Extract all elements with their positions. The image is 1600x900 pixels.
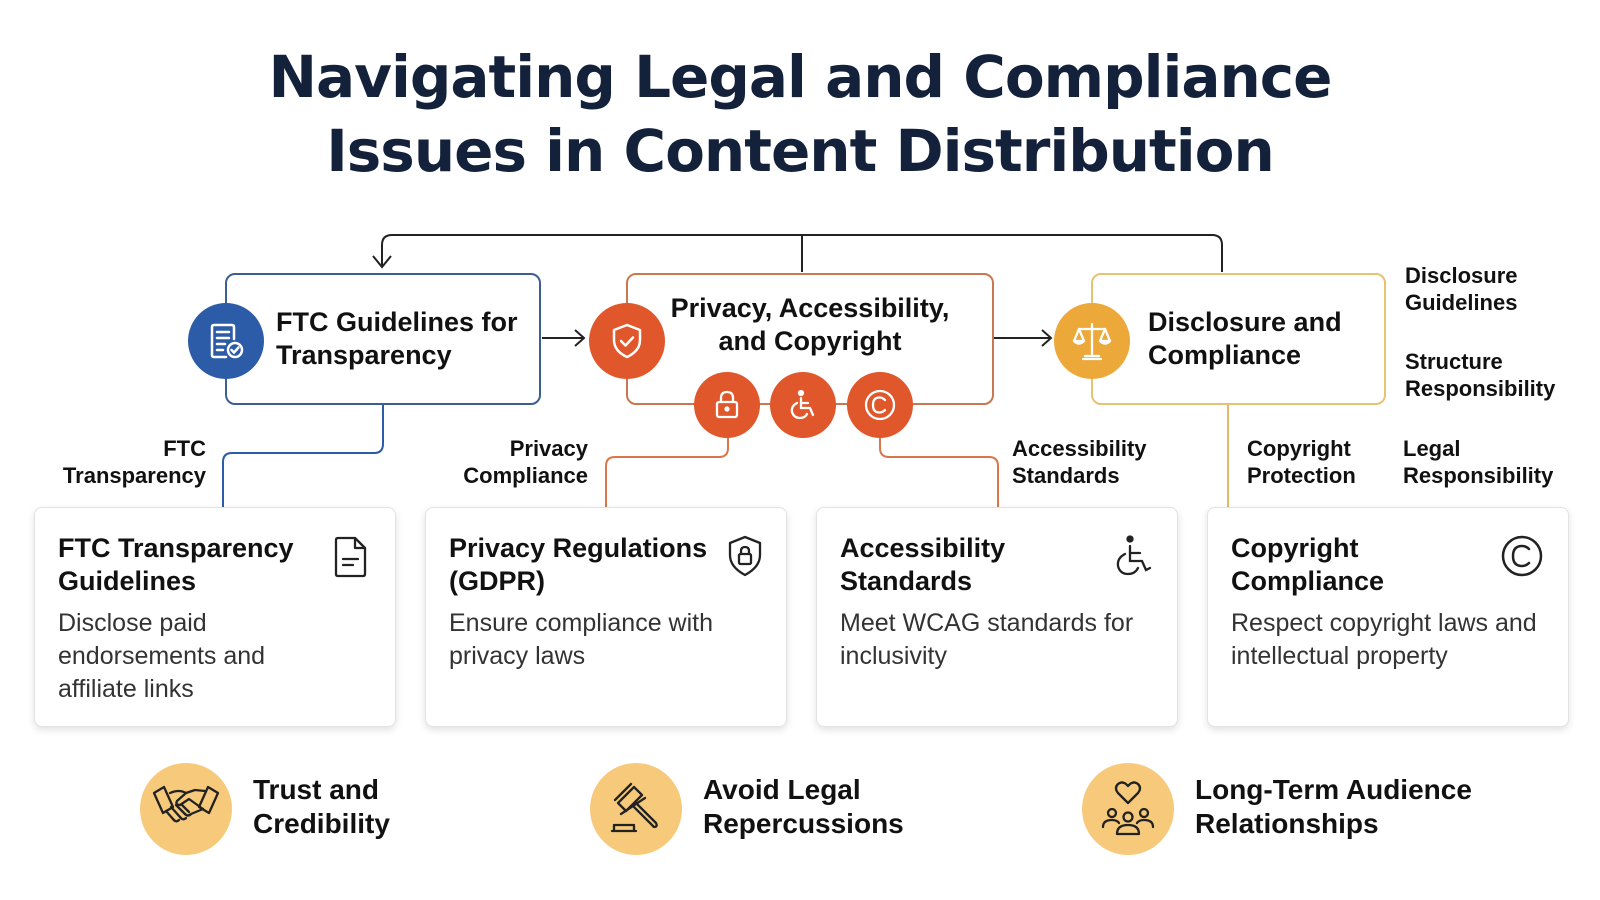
hub-ftc-title-line1: FTC Guidelines for: [276, 307, 518, 337]
benefit-icon-circle: [1082, 763, 1174, 855]
hub-disclosure-title: Disclosure and Compliance: [1148, 306, 1342, 372]
title-line-2: Issues in Content Distribution: [326, 117, 1275, 185]
privacy-connector-line: [605, 438, 729, 507]
connector-label-1-line1: FTC: [163, 436, 206, 461]
hub-privacy-title-line2: and Copyright: [718, 326, 902, 356]
card-description: Ensure compliance with privacy laws: [449, 609, 714, 670]
sub-icon-copyright-circle: [847, 372, 913, 438]
wheelchair-icon: [790, 389, 815, 420]
connector-label-privacy-compliance: Privacy Compliance: [430, 435, 588, 489]
accessibility-connector-line: [879, 438, 999, 507]
card-description: Disclose paid endorsements and affiliate…: [58, 609, 266, 703]
scales-icon: [1072, 322, 1112, 361]
arrow-hub1-to-hub2: [542, 329, 586, 347]
benefit-icon-circle: [140, 763, 232, 855]
hub-disclosure-title-line2: Compliance: [1148, 340, 1302, 370]
arrow-hub2-to-hub3: [994, 329, 1053, 347]
connector-label-copyright-protection: Copyright Protection: [1247, 435, 1356, 489]
connector-label-3-line2: Standards: [1012, 463, 1120, 488]
shield-check-icon: [612, 323, 642, 359]
connector-label-3-line1: Accessibility: [1012, 436, 1147, 461]
connector-label-5-line1: Legal: [1403, 436, 1461, 461]
feedback-loop-arrowhead: [372, 255, 392, 269]
title-line-1: Navigating Legal and Compliance: [268, 43, 1332, 111]
hub-disclosure-icon-circle: [1054, 303, 1130, 379]
document-icon: [334, 536, 367, 578]
card-description: Meet WCAG standards for inclusivity: [840, 609, 1134, 670]
lock-icon: [715, 390, 739, 419]
benefit-1-line1: Trust and: [253, 774, 380, 805]
card-title: FTC Transparency Guidelines: [58, 533, 294, 596]
benefit-2-line1: Avoid Legal: [703, 774, 861, 805]
copyright-icon: [864, 389, 896, 421]
page-title: Navigating Legal and Compliance Issues i…: [0, 40, 1600, 188]
side-label-structure-responsibility: Structure Responsibility: [1405, 348, 1555, 402]
community-heart-icon: [1101, 781, 1155, 836]
benefit-icon-circle: [590, 763, 682, 855]
benefit-2-line2: Repercussions: [703, 808, 904, 839]
connector-label-legal-responsibility: Legal Responsibility: [1403, 435, 1553, 489]
card-copyright-compliance: Copyright Compliance Respect copyright l…: [1207, 507, 1569, 727]
side-label-1-line2: Guidelines: [1405, 290, 1518, 315]
card-ftc-transparency: FTC Transparency Guidelines Disclose pai…: [34, 507, 396, 727]
copyright-icon: [1501, 535, 1543, 577]
benefit-text: Long-Term Audience Relationships: [1195, 773, 1472, 841]
connector-label-4-line2: Protection: [1247, 463, 1356, 488]
hub-ftc-title: FTC Guidelines for Transparency: [276, 306, 518, 372]
connector-label-5-line2: Responsibility: [1403, 463, 1554, 488]
benefit-3-line1: Long-Term Audience: [1195, 774, 1472, 805]
side-label-2-line2: Responsibility: [1405, 376, 1556, 401]
card-privacy-regulations: Privacy Regulations (GDPR) Ensure compli…: [425, 507, 787, 727]
connector-label-1-line2: Transparency: [62, 463, 206, 488]
hub-privacy-title: Privacy, Accessibility, and Copyright: [660, 292, 960, 358]
side-label-disclosure-guidelines: Disclosure Guidelines: [1405, 262, 1518, 316]
side-label-1-line1: Disclosure: [1405, 263, 1518, 288]
connector-label-2-line1: Privacy: [509, 436, 588, 461]
hub-ftc-icon-circle: [188, 303, 264, 379]
connector-label-4-line1: Copyright: [1247, 436, 1351, 461]
connector-label-2-line2: Compliance: [463, 463, 588, 488]
card-title: Copyright Compliance: [1231, 533, 1385, 596]
shield-lock-icon: [728, 535, 762, 577]
hub-privacy-icon-circle: [589, 303, 665, 379]
benefit-text: Trust and Credibility: [253, 773, 390, 841]
side-label-2-line1: Structure: [1405, 349, 1503, 374]
handshake-icon: [152, 785, 220, 823]
card-accessibility-standards: Accessibility Standards Meet WCAG standa…: [816, 507, 1178, 727]
connector-label-accessibility-standards: Accessibility Standards: [1012, 435, 1147, 489]
hub-ftc-guidelines: [225, 273, 541, 405]
ftc-connector-line: [222, 405, 384, 507]
sub-icon-lock-circle: [694, 372, 760, 438]
benefit-1-line2: Credibility: [253, 808, 390, 839]
card-title: Privacy Regulations (GDPR): [449, 533, 708, 596]
card-title: Accessibility Standards: [840, 533, 1006, 596]
sub-icon-wheelchair-circle: [770, 372, 836, 438]
wheelchair-icon: [1116, 535, 1152, 576]
hub-disclosure-compliance: [1091, 273, 1386, 405]
hub-privacy-title-line1: Privacy, Accessibility,: [670, 293, 950, 323]
hub-ftc-title-line2: Transparency: [276, 340, 452, 370]
document-check-icon: [210, 323, 244, 359]
hub-disclosure-title-line1: Disclosure and: [1148, 307, 1342, 337]
benefit-3-line2: Relationships: [1195, 808, 1379, 839]
connector-label-ftc-transparency: FTC Transparency: [40, 435, 206, 489]
gavel-icon: [610, 782, 658, 833]
benefit-text: Avoid Legal Repercussions: [703, 773, 904, 841]
card-description: Respect copyright laws and intellectual …: [1231, 609, 1537, 670]
